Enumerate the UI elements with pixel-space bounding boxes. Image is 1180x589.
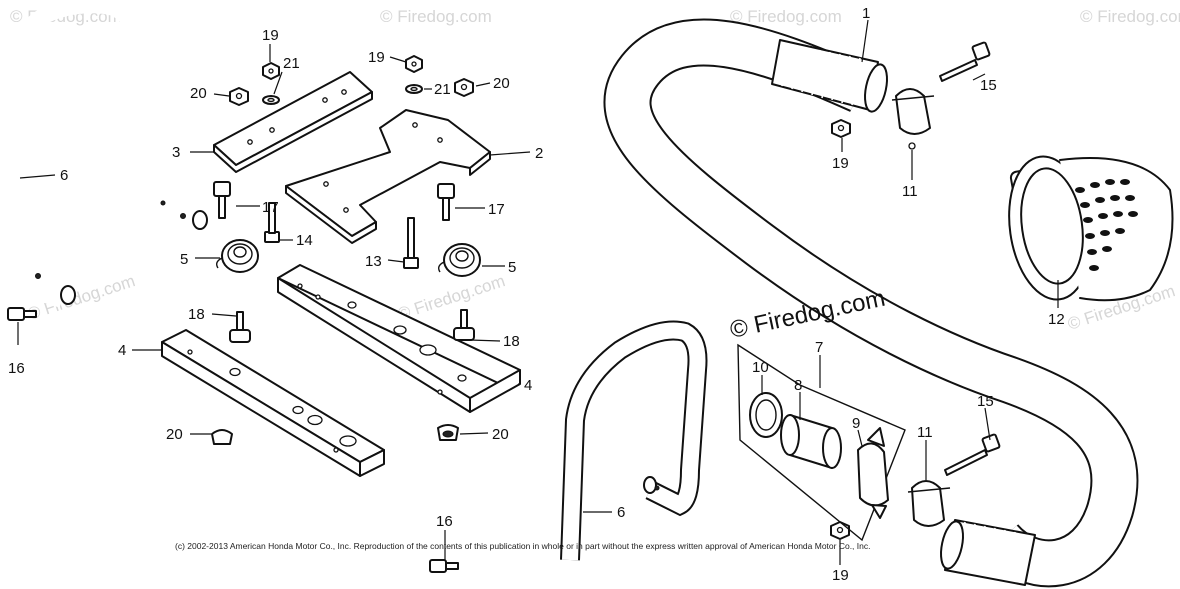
channel-4-upper	[277, 264, 521, 413]
callout-6: 6	[60, 167, 68, 184]
callout-21: 21	[283, 55, 300, 72]
callout-1: 1	[862, 5, 870, 22]
callout-2: 2	[535, 145, 543, 162]
callout-19: 19	[832, 567, 849, 584]
hardware-top	[229, 55, 474, 106]
callout-19: 19	[262, 27, 279, 44]
callout-20: 20	[190, 85, 207, 102]
callout-17: 17	[488, 201, 505, 218]
roll-bar-left	[0, 0, 208, 308]
channel-4-lower	[161, 329, 385, 477]
callout-labels: 19 21 20 3 19 21 20 2 17 14 17 13 5 5 18…	[8, 5, 1065, 584]
callout-14: 14	[296, 232, 313, 249]
callout-19: 19	[368, 49, 385, 66]
callout-10: 10	[752, 359, 769, 376]
air-filter-12	[1008, 155, 1174, 302]
callout-15: 15	[977, 393, 994, 410]
callout-6: 6	[617, 504, 625, 521]
callout-9: 9	[852, 415, 860, 432]
roll-bar-right	[560, 320, 708, 561]
callout-20: 20	[493, 75, 510, 92]
callout-19: 19	[832, 155, 849, 172]
clamps-11	[891, 88, 951, 527]
callout-18: 18	[188, 306, 205, 323]
callout-8: 8	[794, 377, 802, 394]
callout-4: 4	[118, 342, 126, 359]
leader-lines	[17, 19, 1059, 565]
callout-16: 16	[8, 360, 25, 377]
callout-16: 16	[436, 513, 453, 530]
callout-18: 18	[503, 333, 520, 350]
callout-3: 3	[172, 144, 180, 161]
callout-20: 20	[492, 426, 509, 443]
callout-11: 11	[902, 183, 918, 200]
watermark: © Firedog.com	[730, 7, 842, 26]
callout-17: 17	[262, 199, 279, 216]
watermark: © Firedog.com	[380, 7, 492, 26]
bolt-16-left	[7, 307, 37, 321]
watermark: © Firedog.com	[395, 271, 507, 324]
callout-15: 15	[980, 77, 997, 94]
callout-13: 13	[365, 253, 382, 270]
bolt-16-right	[429, 559, 459, 573]
callout-20: 20	[166, 426, 183, 443]
nuts-20-bottom	[211, 424, 459, 445]
callout-4: 4	[524, 377, 532, 394]
bolts-15	[939, 41, 1001, 476]
kit-7	[737, 343, 906, 542]
watermark-layer: © Firedog.com © Firedog.com © Firedog.co…	[10, 7, 1180, 334]
plate-2	[285, 109, 491, 244]
copyright-notice: (c) 2002-2013 American Honda Motor Co., …	[175, 541, 870, 551]
callout-11: 11	[917, 424, 933, 441]
springs-5	[215, 239, 481, 277]
bolts-18	[229, 309, 475, 343]
callout-5: 5	[508, 259, 516, 276]
callout-7: 7	[815, 339, 823, 356]
callout-5: 5	[180, 251, 188, 268]
bolts-middle	[213, 181, 455, 269]
callout-12: 12	[1048, 311, 1065, 328]
watermark: © Firedog.com	[1080, 7, 1180, 26]
plate-3	[213, 71, 373, 173]
intake-hose-1	[603, 18, 1139, 588]
callout-21: 21	[434, 81, 451, 98]
